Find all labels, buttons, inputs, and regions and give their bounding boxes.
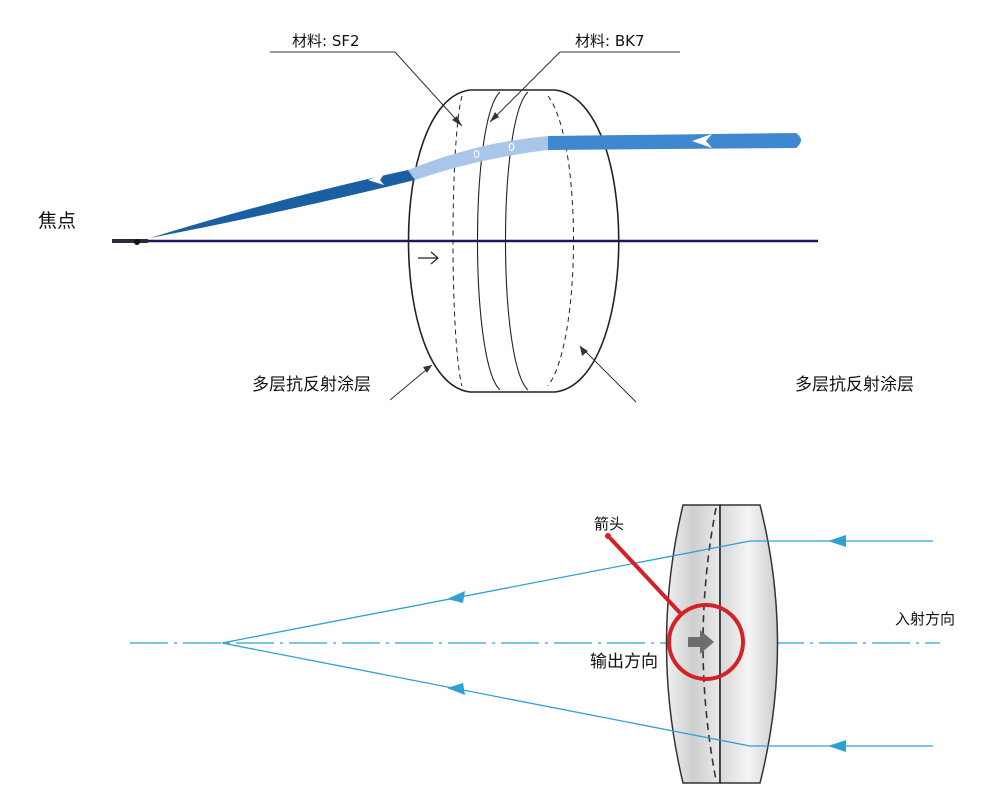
leader-arrowhead-4 xyxy=(580,346,588,356)
ray-arrow-upper-right xyxy=(828,535,846,547)
beam-mark-2: 0 xyxy=(508,141,515,154)
leader-arrowhead-3 xyxy=(423,365,432,373)
light-beam-top: 0 0 xyxy=(150,133,801,238)
focal-point-dot xyxy=(134,239,140,245)
beam-direction-arrow xyxy=(692,134,712,148)
leader-arrowhead-1 xyxy=(452,116,462,126)
label-material-sf2: 材料: SF2 xyxy=(292,32,360,50)
pointer-tip xyxy=(605,533,611,539)
bottom-lens-diagram xyxy=(130,504,940,784)
ray-arrow-upper-left xyxy=(447,591,465,603)
lens-back-face xyxy=(554,89,620,393)
beam-incoming xyxy=(548,133,801,150)
label-arrow: 箭头 xyxy=(594,515,625,533)
beam-converging xyxy=(150,170,415,238)
lens-hidden-line-1 xyxy=(452,95,463,387)
leader-arrowhead-2 xyxy=(490,112,499,122)
highlight-circle xyxy=(667,603,745,681)
rays-bottom xyxy=(221,540,933,747)
label-coating-left: 多层抗反射涂层 xyxy=(252,375,371,395)
lens-element-right xyxy=(719,504,779,784)
ray-arrow-lower-left xyxy=(447,683,465,695)
small-arrow-icon xyxy=(418,251,439,265)
highlight-pointer xyxy=(608,536,684,617)
label-material-bk7: 材料: BK7 xyxy=(575,32,645,50)
label-focal-point: 焦点 xyxy=(38,210,77,232)
beam-inside-lens xyxy=(408,136,548,180)
arrow-right-icon xyxy=(688,630,714,654)
top-lens-diagram: 0 0 xyxy=(112,51,818,403)
ray-arrow-lower-right xyxy=(828,740,846,752)
beam-mark-1: 0 xyxy=(473,148,480,161)
doublet-lens-top xyxy=(407,89,620,393)
ray-upper xyxy=(221,540,933,644)
ray-lower xyxy=(221,642,933,747)
lens-cement-surface-2 xyxy=(505,91,529,391)
label-output-direction: 输出方向 xyxy=(590,652,658,672)
lens-hidden-line-2 xyxy=(547,95,574,387)
lens-cement-surface-1 xyxy=(477,91,501,391)
leader-lines-top xyxy=(270,51,680,403)
beam-arrow-left xyxy=(368,174,384,185)
label-coating-right: 多层抗反射涂层 xyxy=(795,375,914,395)
lens-front-face xyxy=(407,89,471,393)
label-incident-direction: 入射方向 xyxy=(895,610,956,628)
